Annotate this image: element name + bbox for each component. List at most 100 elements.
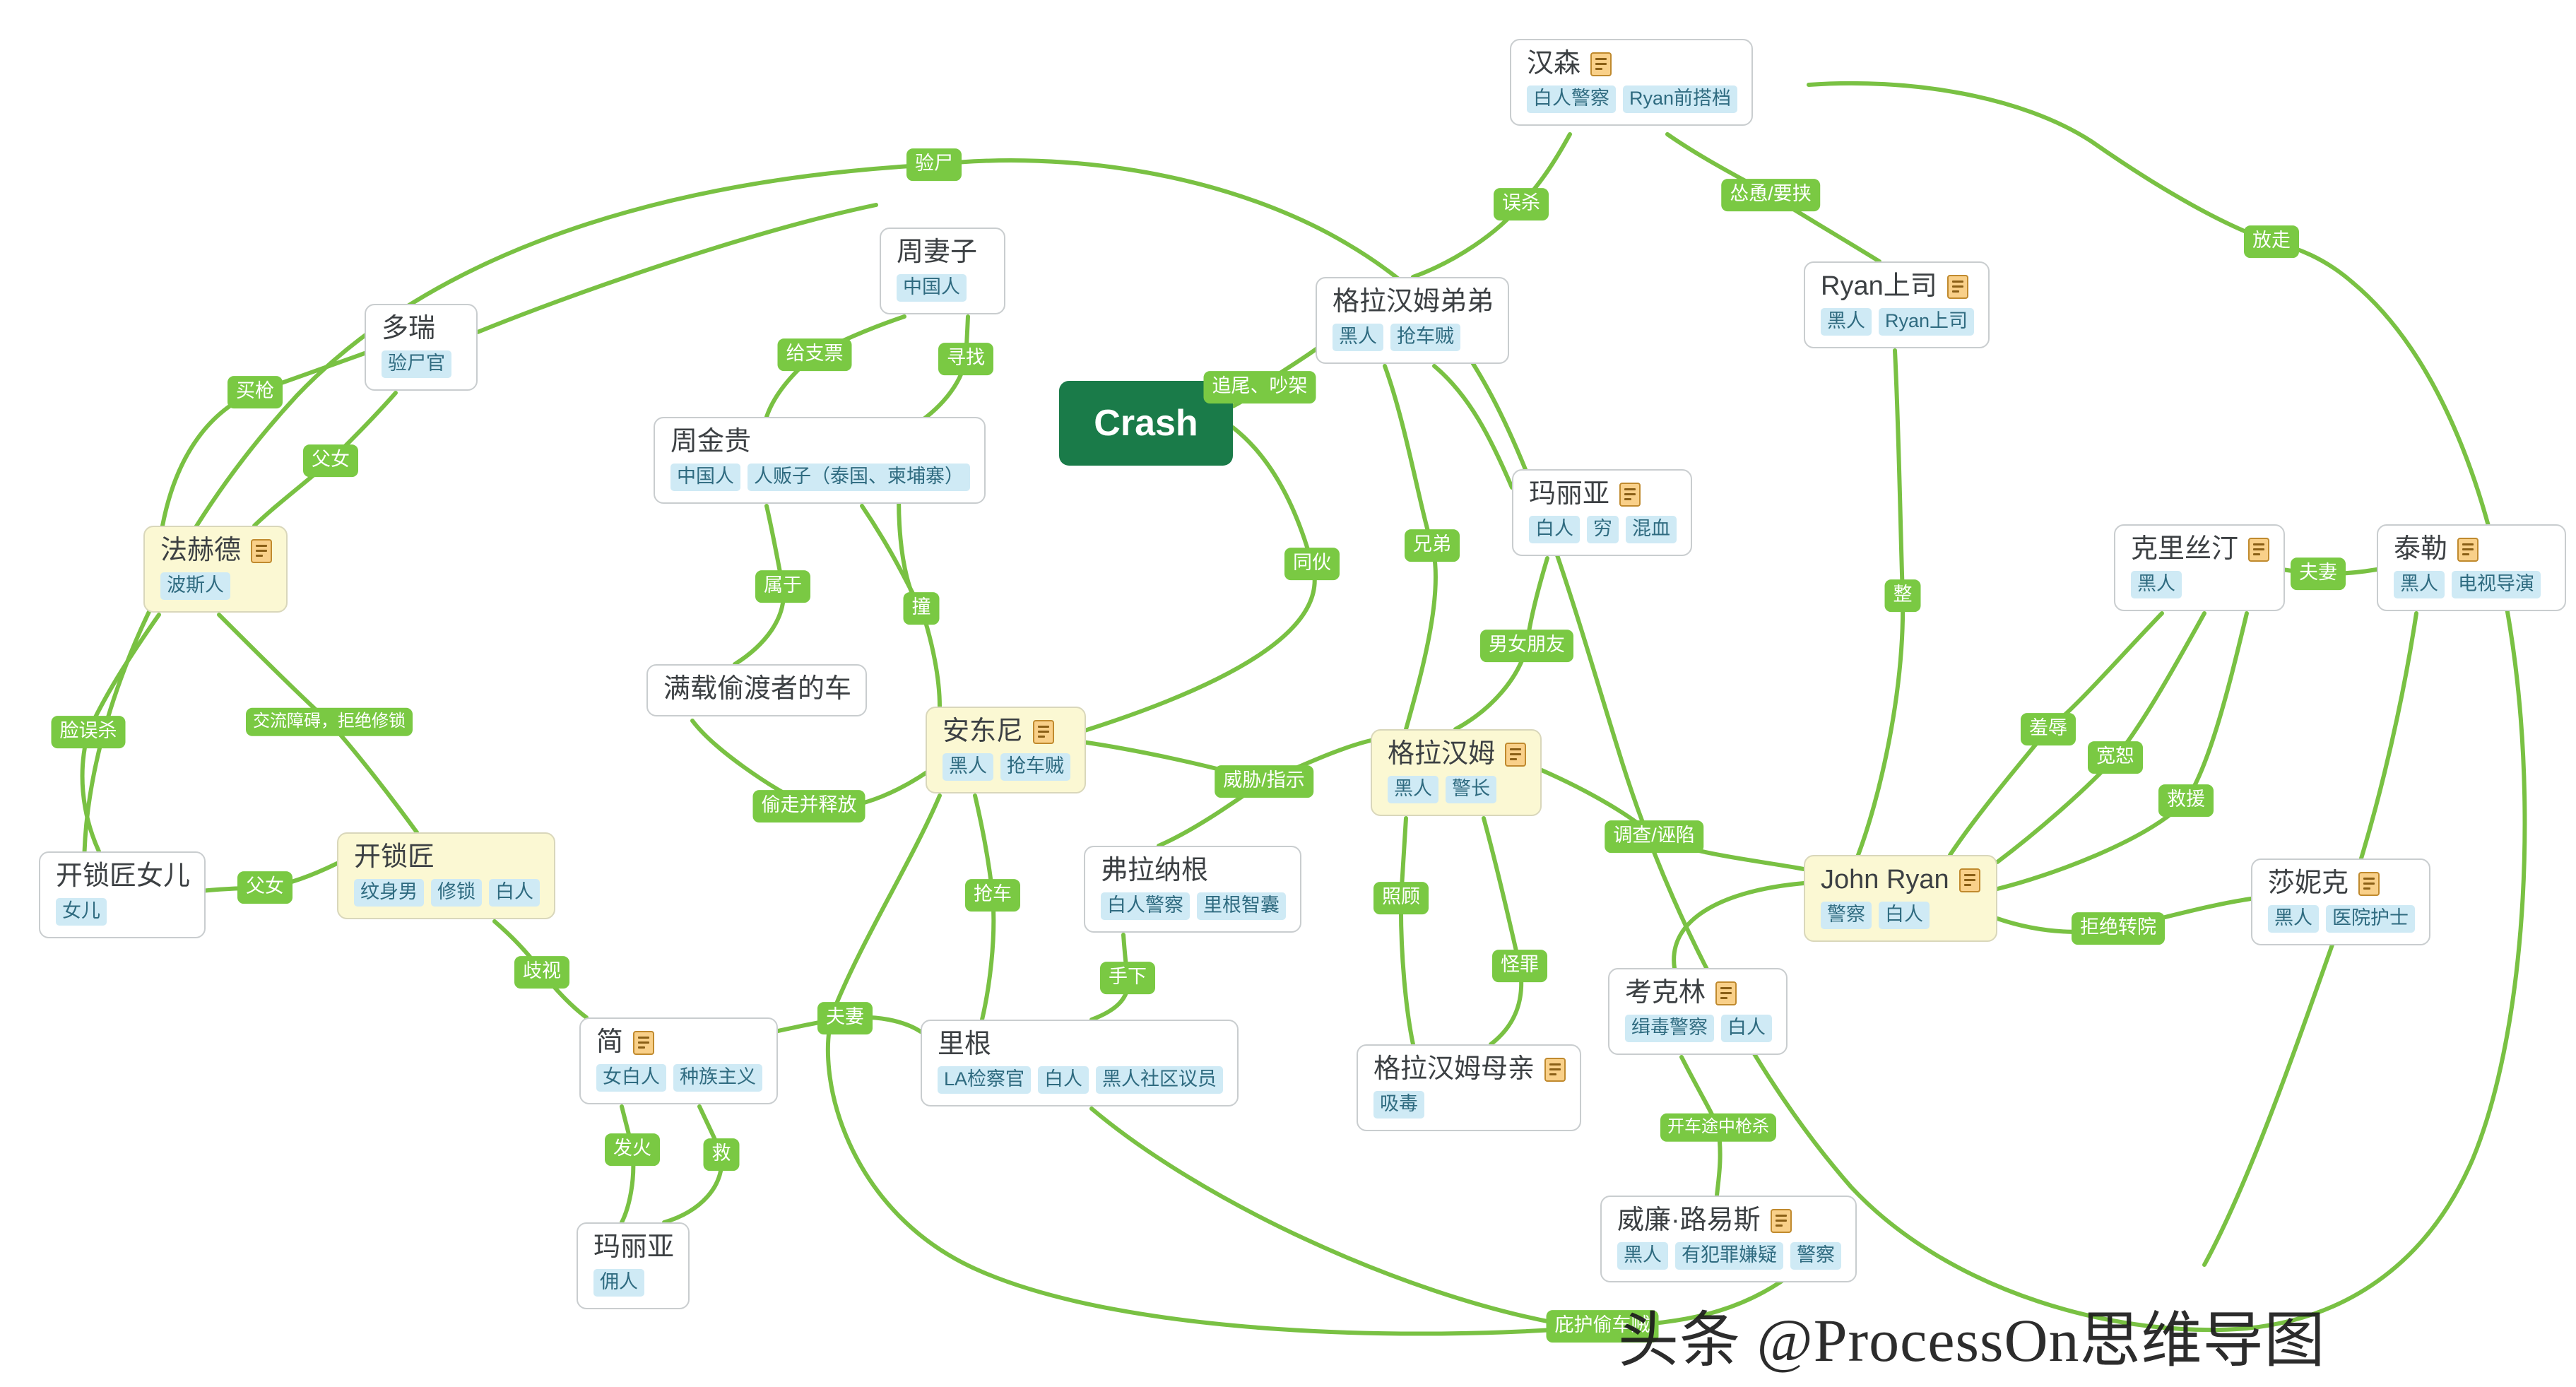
mindmap-node-taylor[interactable]: 泰勒黑人电视导演 — [2377, 524, 2566, 611]
edge-label-yanshi[interactable]: 验尸 — [906, 148, 962, 181]
note-icon[interactable] — [2248, 537, 2270, 562]
mindmap-node-grahammom[interactable]: 格拉汉姆母亲吸毒 — [1357, 1044, 1582, 1131]
node-title-text: 周妻子 — [897, 237, 978, 267]
edge-label-fangzou[interactable]: 放走 — [2244, 225, 2299, 258]
edge-label-xiongdi[interactable]: 兄弟 — [1405, 529, 1460, 562]
node-tag: 验尸官 — [382, 350, 451, 378]
mindmap-node-jean[interactable]: 简女白人种族主义 — [579, 1017, 778, 1104]
mindmap-node-william[interactable]: 威廉·路易斯黑人有犯罪嫌疑警察 — [1600, 1196, 1857, 1282]
node-tag-list: 警察白人 — [1821, 901, 1982, 929]
note-icon[interactable] — [1770, 1208, 1792, 1233]
node-tag: 人贩子（泰国、柬埔寨） — [748, 463, 970, 491]
node-tag: 白人警察 — [1101, 892, 1190, 920]
mindmap-node-graham[interactable]: 格拉汉姆黑人警长 — [1371, 729, 1542, 816]
edge-label-qishi[interactable]: 歧视 — [514, 956, 569, 988]
edge-label-kaichetuzhong[interactable]: 开车途中枪杀 — [1660, 1113, 1776, 1143]
mindmap-node-maid[interactable]: 玛丽亚佣人 — [577, 1222, 690, 1309]
edge-label-fuqi_tai[interactable]: 夫妻 — [2291, 557, 2346, 590]
mindmap-node-locksmith[interactable]: 开锁匠纹身男修锁白人 — [337, 832, 555, 919]
note-icon[interactable] — [1946, 274, 1968, 299]
node-title-text: 开锁匠女儿 — [56, 861, 191, 891]
edge-label-xiuru[interactable]: 羞辱 — [2021, 713, 2076, 745]
node-tag-list: 黑人有犯罪嫌疑警察 — [1617, 1241, 1841, 1270]
node-tag-list: 缉毒警察白人 — [1625, 1014, 1772, 1042]
node-tag: 缉毒警察 — [1625, 1014, 1714, 1042]
edge-label-maiqiang[interactable]: 买枪 — [228, 376, 283, 408]
note-icon[interactable] — [1033, 719, 1055, 744]
edge-label-congyong[interactable]: 怂恿/要挟 — [1721, 179, 1820, 211]
node-title: 泰勒 — [2394, 535, 2551, 564]
edge-label-shuyu[interactable]: 属于 — [755, 570, 810, 603]
node-tag-list: 黑人 — [2131, 570, 2269, 598]
mindmap-node-zhouwife[interactable]: 周妻子中国人 — [880, 228, 1005, 314]
node-tag-list: 验尸官 — [382, 350, 462, 378]
mindmap-node-gbrother[interactable]: 格拉汉姆弟弟黑人抢车贼 — [1316, 277, 1510, 364]
note-icon[interactable] — [1505, 742, 1527, 767]
note-icon[interactable] — [633, 1030, 655, 1055]
edge-label-funv1[interactable]: 父女 — [303, 444, 358, 477]
edge-label-jiaoliu[interactable]: 交流障碍，拒绝修锁 — [246, 707, 413, 737]
mindmap-node-maria[interactable]: 玛丽亚白人穷混血 — [1512, 469, 1692, 556]
edge-label-xunzhao[interactable]: 寻找 — [938, 343, 993, 375]
node-title: 满载偷渡者的车 — [663, 675, 851, 704]
edge-label-pihu[interactable]: 庇护偷车贼 — [1546, 1310, 1659, 1342]
mindmap-node-farhad[interactable]: 法赫德波斯人 — [143, 526, 288, 613]
mindmap-node-conklin[interactable]: 考克林缉毒警察白人 — [1608, 968, 1788, 1055]
note-icon[interactable] — [251, 538, 273, 563]
note-icon[interactable] — [2457, 537, 2479, 562]
mindmap-node-lockdaughter[interactable]: 开锁匠女儿女儿 — [39, 851, 206, 938]
note-icon[interactable] — [1590, 52, 1612, 76]
edge-label-geizhipiao[interactable]: 给支票 — [777, 338, 852, 371]
edge-label-lianwusha[interactable]: 脸误杀 — [51, 716, 126, 748]
note-icon[interactable] — [1715, 981, 1737, 1005]
mindmap-node-flanagan[interactable]: 弗拉纳根白人警察里根智囊 — [1084, 846, 1301, 933]
mindmap-node-smugcar[interactable]: 满载偷渡者的车 — [646, 664, 868, 716]
node-tag: 中国人 — [897, 273, 967, 302]
edge-label-fugnv2[interactable]: 父女 — [237, 871, 293, 904]
node-tag-list: 黑人电视导演 — [2394, 570, 2551, 598]
edge-label-zhuang[interactable]: 撞 — [903, 592, 940, 625]
node-tag: 白人 — [1721, 1014, 1772, 1042]
edge-label-zhaogu[interactable]: 照顾 — [1373, 882, 1429, 914]
node-tag-list: 纹身男修锁白人 — [354, 878, 540, 907]
mindmap-node-shaniqua[interactable]: 莎妮克黑人医院护士 — [2251, 858, 2430, 945]
mindmap-node-johnryan[interactable]: John Ryan 警察白人 — [1804, 855, 1997, 942]
mindmap-node-dorri[interactable]: 多瑞验尸官 — [365, 304, 478, 391]
edge-label-wusha[interactable]: 误杀 — [1494, 188, 1549, 220]
edge-label-jujuezhuanyuan[interactable]: 拒绝转院 — [2072, 912, 2165, 945]
edge-label-kuanshu[interactable]: 宽恕 — [2088, 741, 2143, 774]
node-title-text: 法赫德 — [160, 536, 242, 565]
node-title: 周金贵 — [670, 427, 970, 456]
edge-label-zhuiwei[interactable]: 追尾、吵架 — [1203, 371, 1316, 403]
note-icon[interactable] — [1619, 482, 1641, 507]
edge-label-shouxia[interactable]: 手下 — [1100, 962, 1155, 994]
edge-label-qiangche[interactable]: 抢车 — [965, 879, 1020, 911]
edge-label-diaocha[interactable]: 调查/诬陷 — [1605, 820, 1703, 853]
edge-label-weixie[interactable]: 威胁/指示 — [1215, 765, 1313, 798]
node-title: 里根 — [938, 1030, 1223, 1059]
mindmap-node-christine[interactable]: 克里丝汀黑人 — [2114, 524, 2286, 611]
node-tag: 有犯罪嫌疑 — [1675, 1241, 1783, 1270]
edge-label-jiu[interactable]: 救 — [703, 1138, 740, 1171]
edge-label-tonghuo[interactable]: 同伙 — [1284, 548, 1340, 580]
note-icon[interactable] — [1958, 868, 1980, 892]
edge-label-jiuyuan[interactable]: 救援 — [2158, 784, 2214, 817]
node-title: 安东尼 — [943, 717, 1070, 746]
mindmap-node-anthony[interactable]: 安东尼黑人抢车贼 — [926, 707, 1086, 793]
node-title: 威廉·路易斯 — [1617, 1206, 1841, 1235]
edge-label-nannvpengyou[interactable]: 男女朋友 — [1480, 630, 1573, 662]
note-icon[interactable] — [1544, 1057, 1566, 1082]
node-title: John Ryan — [1821, 866, 1982, 895]
note-icon[interactable] — [2358, 871, 2380, 896]
edge-label-zheng[interactable]: 整 — [1884, 579, 1921, 612]
edge-label-guaizui[interactable]: 怪罪 — [1492, 950, 1547, 982]
edge-label-fahuo[interactable]: 发火 — [605, 1133, 660, 1166]
edge-label-fuqi_jian[interactable]: 夫妻 — [817, 1002, 873, 1034]
node-title-text: 莎妮克 — [2268, 868, 2349, 898]
node-title-text: Ryan上司 — [1821, 271, 1937, 301]
mindmap-node-zhoujingui[interactable]: 周金贵中国人人贩子（泰国、柬埔寨） — [654, 417, 986, 504]
edge-label-touzoubingshifang[interactable]: 偷走并释放 — [752, 790, 865, 822]
